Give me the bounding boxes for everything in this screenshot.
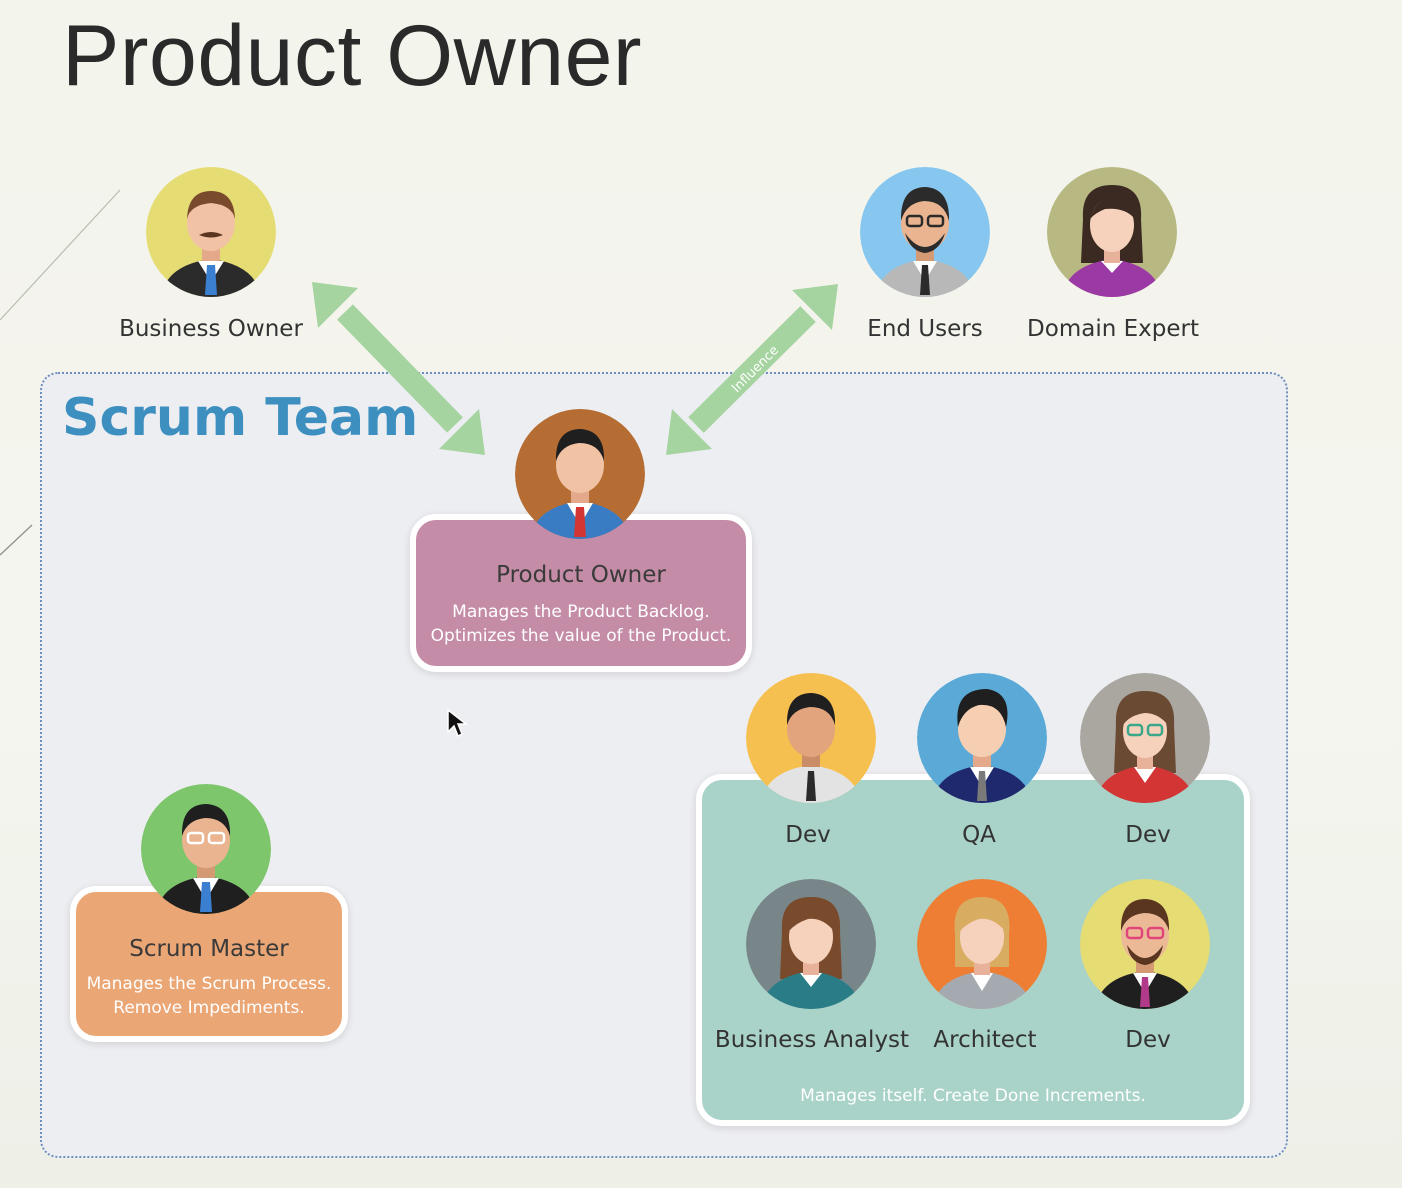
person-icon (515, 409, 645, 539)
dev-member-5-label: Architect (933, 1027, 1037, 1053)
product-owner-desc-2: Optimizes the value of the Product. (430, 626, 732, 646)
person-icon (746, 673, 876, 803)
dev-member-4-avatar (746, 879, 876, 1009)
scrum-master-desc-2: Remove Impediments. (113, 998, 305, 1018)
product-owner-title: Product Owner (496, 562, 666, 588)
influence-arrows: Influence (312, 282, 838, 455)
domain-expert-label: Domain Expert (1027, 316, 1199, 342)
dev-member-3-label: Dev (1125, 822, 1171, 848)
decorative-lines (0, 189, 121, 556)
dev-member-4-label: Business Analyst (714, 1027, 910, 1053)
scrum-master-desc-1: Manages the Scrum Process. (86, 974, 332, 994)
dev-member-2-avatar (917, 673, 1047, 803)
dev-member-1-avatar (746, 673, 876, 803)
person-icon (146, 167, 276, 297)
business-owner-avatar (146, 167, 276, 297)
dev-member-6-label: Dev (1125, 1027, 1171, 1053)
person-icon (141, 784, 271, 914)
dev-member-2-label: QA (962, 822, 996, 848)
mouse-cursor-icon (447, 708, 468, 738)
scrum-team-title: Scrum Team (62, 388, 419, 448)
business-owner-label: Business Owner (119, 316, 303, 342)
dev-member-1-label: Dev (785, 822, 831, 848)
end-users-label: End Users (867, 316, 983, 342)
dev-member-5-avatar (917, 879, 1047, 1009)
person-icon (1080, 673, 1210, 803)
scrum-master-avatar (141, 784, 271, 914)
product-owner-avatar (515, 409, 645, 539)
business-owner-arrow (312, 282, 485, 455)
person-icon (746, 879, 876, 1009)
development-team-desc: Manages itself. Create Done Increments. (800, 1086, 1146, 1106)
person-icon (1080, 879, 1210, 1009)
end-users-avatar (860, 167, 990, 297)
person-icon (1047, 167, 1177, 297)
person-icon (917, 879, 1047, 1009)
person-icon (917, 673, 1047, 803)
slide-title: Product Owner (62, 8, 643, 104)
scrum-master-title: Scrum Master (129, 936, 289, 962)
product-owner-desc-1: Manages the Product Backlog. (452, 602, 710, 622)
end-users-arrow (666, 284, 838, 455)
product-owner-card: Product Owner Manages the Product Backlo… (410, 514, 752, 672)
dev-member-3-avatar (1080, 673, 1210, 803)
dev-member-6-avatar (1080, 879, 1210, 1009)
person-icon (860, 167, 990, 297)
domain-expert-avatar (1047, 167, 1177, 297)
